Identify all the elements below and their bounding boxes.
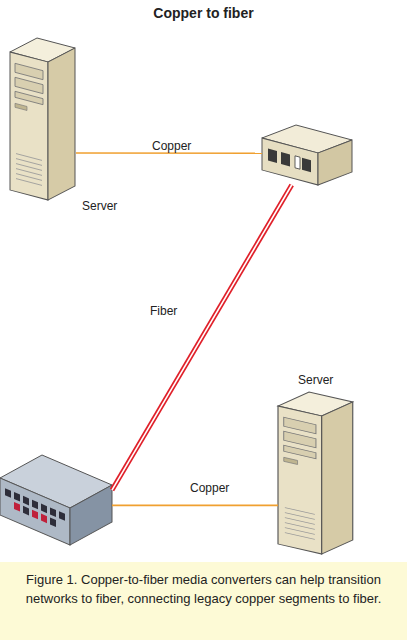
switch-illustration	[0, 455, 112, 545]
server-node: Server	[8, 36, 76, 202]
server-node: Server	[278, 392, 353, 554]
copper-cable-line	[112, 505, 278, 507]
copper-cable	[112, 505, 278, 506]
server-illustration	[10, 38, 75, 200]
media-converter-illustration	[262, 125, 352, 185]
fiber-cable-core	[112, 185, 292, 490]
fiber-cable	[112, 185, 292, 490]
cable-label: Copper	[152, 139, 191, 153]
server-illustration	[278, 392, 353, 554]
cable-label: Copper	[190, 481, 229, 495]
node-label: Server	[82, 199, 117, 213]
switch-node	[0, 455, 112, 545]
fiber-cable-line	[112, 185, 292, 490]
media-converter-node	[262, 125, 352, 185]
cable-label: Fiber	[150, 304, 177, 318]
diagram-title: Copper to fiber	[0, 4, 407, 22]
caption-box: Figure 1. Copper-to-fiber media converte…	[0, 562, 407, 640]
node-label: Server	[298, 373, 333, 387]
figure-caption: Figure 1. Copper-to-fiber media converte…	[10, 570, 397, 608]
